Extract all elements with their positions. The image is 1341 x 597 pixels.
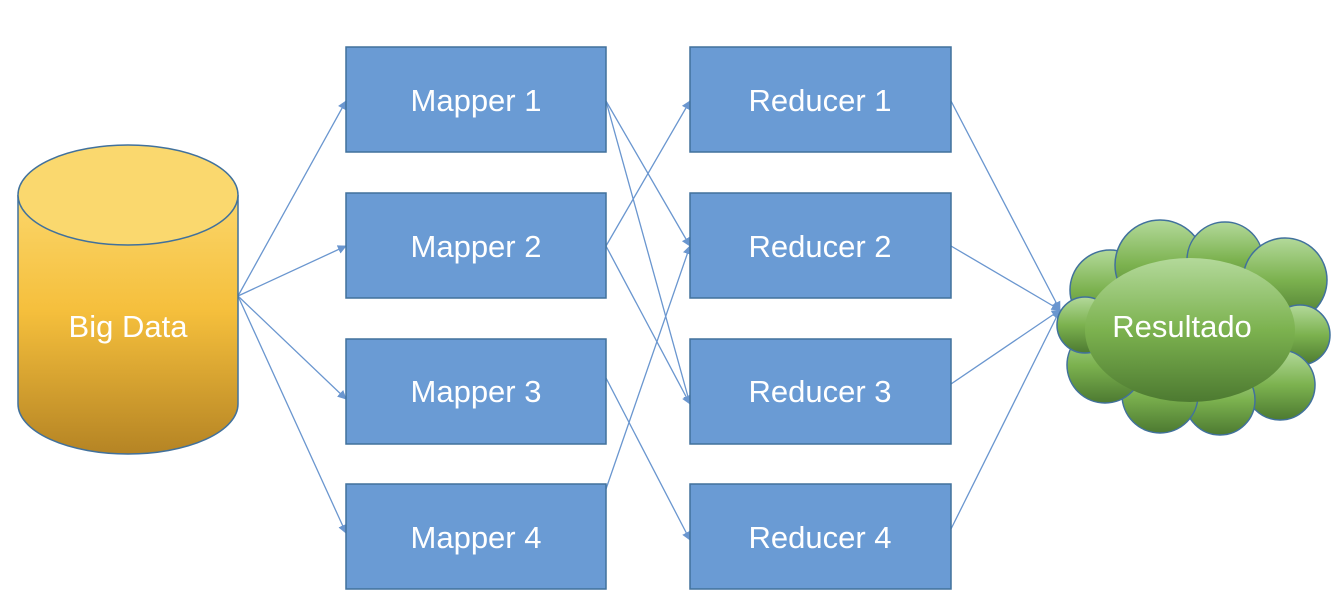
mapper-label: Mapper 1 [411,83,542,118]
edge-m2-to-r3 [605,245,691,405]
edge-m2-to-r1 [605,100,691,247]
mapper-box: Mapper 3 [345,338,607,445]
reducer-label: Reducer 2 [748,229,891,264]
edge-m4-to-r2 [605,245,692,490]
reducer-box: Reducer 3 [689,338,952,445]
edges-layer [237,100,1061,541]
reducer-label: Reducer 3 [748,374,891,409]
edge-m3-to-r4 [605,377,691,541]
mapper-box: Mapper 4 [345,483,607,590]
mapper-label: Mapper 4 [411,520,542,555]
mapper-label: Mapper 2 [411,229,542,264]
reducer-box: Reducer 2 [689,192,952,299]
reducer-label: Reducer 1 [748,83,891,118]
mapper-label: Mapper 3 [411,374,542,409]
resultado-label: Resultado [1112,309,1252,344]
mapper-box: Mapper 2 [345,192,607,299]
edge-r4-to-resultado [950,309,1061,530]
edge-r2-to-resultado [950,245,1061,311]
big-data-cylinder: Big Data [17,144,239,455]
big-data-label: Big Data [69,309,189,344]
edge-bigdata-to-m3 [237,295,347,400]
edge-bigdata-to-m4 [237,295,347,534]
edge-r3-to-resultado [950,309,1061,385]
reducer-label: Reducer 4 [748,520,891,555]
mapper-box: Mapper 1 [345,46,607,153]
edge-r1-to-resultado [950,100,1061,311]
edge-m1-to-r3 [605,100,693,405]
reducer-box: Reducer 4 [689,483,952,590]
reducer-box: Reducer 1 [689,46,952,153]
edge-bigdata-to-m1 [237,100,347,297]
resultado-cloud: Resultado [1056,219,1331,436]
edge-bigdata-to-m2 [237,245,347,297]
